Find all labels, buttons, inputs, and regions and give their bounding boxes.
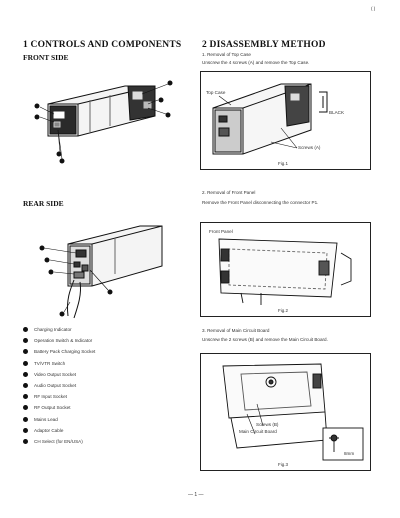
section-title-disassembly: 2 DISASSEMBLY METHOD (202, 40, 326, 50)
legend-item: Mains Lead (23, 414, 193, 425)
legend-item: Adaptor Cable (23, 425, 193, 436)
bullet-icon (23, 416, 28, 422)
bullet-icon (23, 338, 28, 344)
legend-list: Charging Indicator Operation Switch & In… (23, 324, 193, 447)
bullet-icon (23, 349, 28, 355)
rear-side-title: REAR SIDE (23, 199, 64, 208)
fig1-label-detail: BLACK (329, 110, 345, 115)
fig2-caption: Fig.2 (278, 308, 289, 313)
rear-side-illustration (39, 225, 163, 319)
step2-text: Remove the Front Panel disconnecting the… (202, 200, 319, 205)
figure-1-illustration (212, 83, 328, 155)
step3-text: Unscrew the 2 screws (B) and remove the … (202, 337, 328, 342)
figure-1-box: Top Case Screws (A) BLACK Fig.1 (200, 71, 371, 170)
section-title-controls: 1 CONTROLS AND COMPONENTS (23, 40, 182, 50)
bullet-icon (23, 394, 28, 400)
corner-mark: ( ) (371, 6, 376, 11)
bullet-icon (23, 371, 28, 377)
legend-item: CH Select (for EN/USA) (23, 436, 193, 447)
bullet-icon (23, 438, 28, 444)
step3-title: 3. Removal of Main Circuit Board (202, 328, 270, 333)
legend-item: RF Input Socket (23, 391, 193, 402)
legend-item: Charging Indicator (23, 324, 193, 335)
bullet-icon (23, 405, 28, 411)
figure-2-illustration (218, 238, 352, 305)
step1-text: Unscrew the 4 screws (A) and remove the … (202, 60, 310, 65)
step1-title: 1. Removal of Top Case (202, 52, 251, 57)
legend-item: TV/VTR Switch (23, 358, 193, 369)
bullet-icon (23, 427, 28, 433)
bullet-icon (23, 360, 28, 366)
step2-title: 2. Removal of Front Panel (202, 190, 256, 195)
legend-item: Battery Pack Charging Socket (23, 346, 193, 357)
legend-item: Audio Output Socket (23, 380, 193, 391)
fig1-label-screws: Screws (A) (298, 145, 321, 150)
figure-3-box: Screws (B) Main Circuit Board 8mm Fig.3 (200, 353, 371, 471)
front-side-title: FRONT SIDE (23, 53, 69, 62)
bullet-icon (23, 383, 28, 389)
bullet-icon (23, 327, 28, 333)
fig3-label-screws: Screws (B) (256, 422, 279, 427)
fig3-label-board: Main Circuit Board (239, 429, 277, 434)
fig2-label-front-panel: Front Panel (209, 229, 233, 234)
figure-2-box: Front Panel Fig.2 (200, 222, 371, 317)
legend-item: Operation Switch & Indicator (23, 335, 193, 346)
figure-3-illustration (222, 363, 364, 461)
page-number: — 1 — (188, 492, 204, 498)
legend-item: Video Output Socket (23, 369, 193, 380)
fig1-caption: Fig.1 (278, 161, 289, 166)
legend-item: RF Output Socket (23, 402, 193, 413)
front-side-illustration (34, 80, 173, 164)
fig3-caption: Fig.3 (278, 462, 289, 467)
fig3-label-detail: 8mm (344, 451, 355, 456)
fig1-label-top-case: Top Case (206, 90, 226, 95)
